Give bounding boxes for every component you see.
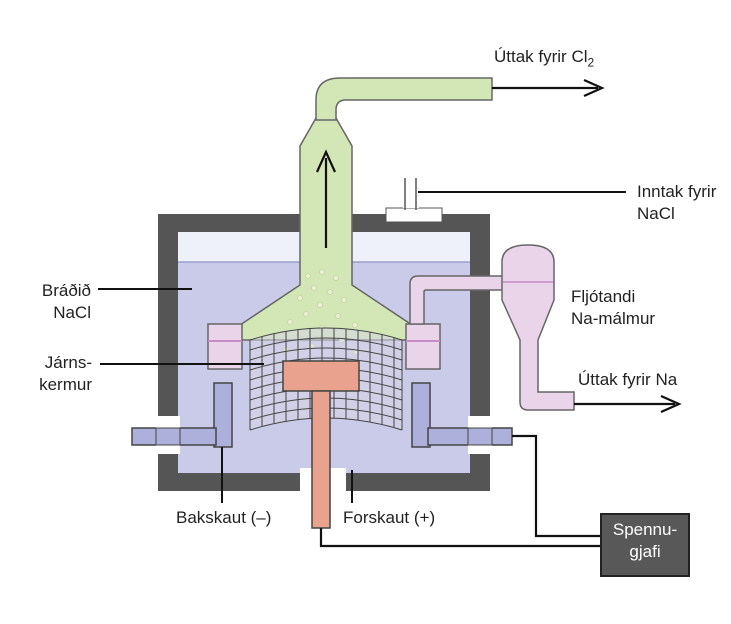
- label-inlet-nacl-line2: NaCl: [637, 204, 675, 223]
- anode-head: [282, 360, 360, 392]
- arrow-outlet-cl2-head: [583, 78, 605, 98]
- label-cathode: Bakskaut (–): [176, 508, 272, 527]
- sodium-trough-right: [405, 323, 441, 370]
- nacl-inlet-stem: [403, 184, 419, 208]
- cathode-right: [411, 382, 431, 448]
- power-supply: [600, 513, 690, 577]
- chlorine-outlet-pipe: [315, 77, 493, 121]
- label-molten-nacl-line1: Bráðið: [41, 281, 91, 300]
- cathode-rod-left-pass: [155, 427, 181, 446]
- arrow-outlet-na-head: [660, 394, 682, 414]
- label-power-supply: Spennu- gjafi: [601, 519, 689, 563]
- label-inlet-nacl: Inntak fyrir NaCl: [637, 181, 716, 225]
- label-iron-screen: Járns- kermur: [30, 352, 92, 396]
- chlorine-flow-arrowhead: [315, 149, 337, 173]
- label-iron-screen-line2: kermur: [39, 375, 92, 394]
- label-liquid-na-line1: Fljótandi: [571, 287, 636, 306]
- label-iron-screen-line1: Járns-: [44, 353, 92, 372]
- label-liquid-na-line2: Na-málmur: [571, 309, 656, 328]
- sodium-receiver: [501, 244, 575, 411]
- label-power-supply-line2: gjafi: [629, 542, 661, 561]
- label-power-supply-line1: Spennu-: [612, 520, 678, 539]
- label-molten-nacl-line2: NaCl: [53, 303, 91, 322]
- label-outlet-cl2-subscript: 2: [587, 55, 595, 70]
- label-inlet-nacl-line1: Inntak fyrir: [637, 182, 717, 201]
- label-anode: Forskaut (+): [343, 508, 436, 527]
- wire-cathode: [512, 434, 600, 538]
- label-outlet-na: Úttak fyrir Na: [578, 370, 678, 389]
- sodium-trough-left: [207, 323, 243, 370]
- cathode-rod-right-pass: [467, 427, 493, 446]
- anode-stem: [311, 390, 331, 529]
- wire-anode: [319, 528, 600, 548]
- label-outlet-cl2: Úttak fyrir Cl2: [494, 47, 595, 70]
- label-molten-nacl: Bráðið NaCl: [31, 280, 91, 324]
- label-liquid-na: Fljótandi Na-málmur: [571, 286, 655, 330]
- nacl-inlet-collar: [385, 207, 443, 223]
